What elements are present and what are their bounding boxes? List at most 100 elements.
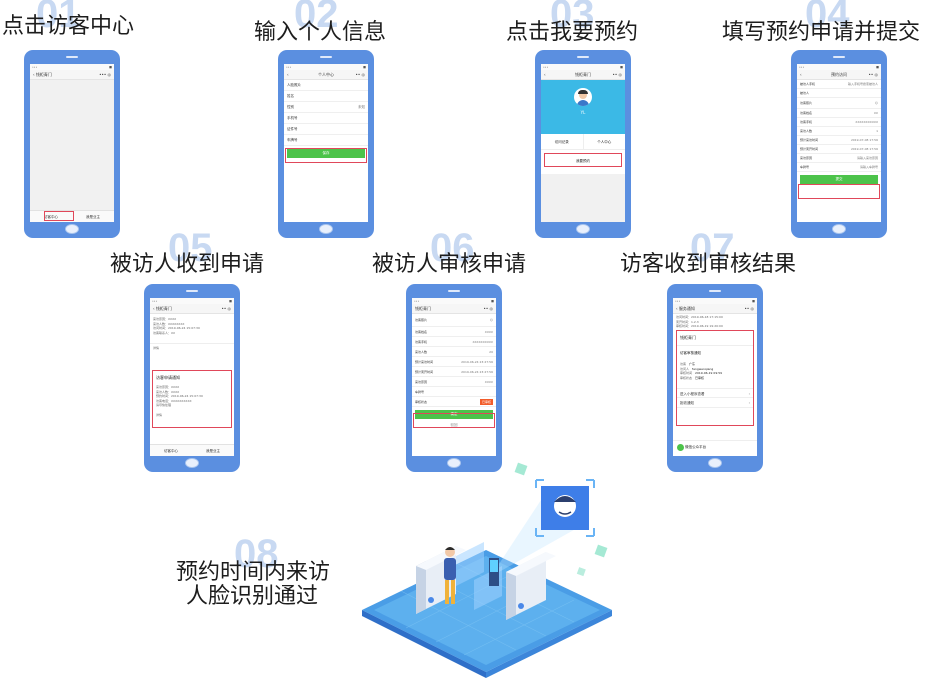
phone-step-5: •••■ ‹ 钱柜青门•• ◎ 来访原因：XXXX 来访人数：XXXXXXXX … — [144, 284, 240, 472]
home-button — [576, 224, 590, 234]
reject-button[interactable]: 驳回 — [450, 423, 458, 427]
form-row[interactable]: 性别未知 — [284, 102, 368, 113]
field-row: 审核状态 已审核 — [680, 375, 705, 380]
confirm-button[interactable]: 确定 — [415, 410, 493, 419]
submit-button[interactable]: 提交 — [800, 175, 878, 184]
phone-step-4: •••■ ‹预约访问•• ◎ 被访人手机输入手机号搜索被访人 被访人 访客照片☺… — [791, 50, 887, 238]
decorative-cube — [576, 567, 586, 577]
nav-title: 钱柜青门 — [155, 306, 172, 311]
personal-center-button[interactable]: 个人中心 — [597, 140, 612, 144]
step-title-8-line2: 人脸识别通过 — [186, 584, 319, 609]
step-number-2: 02 — [294, 0, 339, 36]
tab-bar: 访客中心 我是业主 — [150, 444, 234, 456]
phone-speaker — [448, 290, 460, 292]
wechat-icon — [677, 443, 684, 451]
menu-icon[interactable]: •• ◎ — [868, 72, 878, 77]
status-bar: •••■ — [30, 64, 114, 70]
tab-visitor-center[interactable]: 访客中心 — [44, 215, 58, 219]
home-button — [832, 224, 846, 234]
step-number-1: 01 — [36, 0, 81, 36]
save-button[interactable]: 保存 — [287, 149, 365, 158]
tab-visitor-center[interactable]: 访客中心 — [164, 449, 178, 453]
highlight-box — [798, 184, 880, 199]
field-row: 访客 广东 — [680, 362, 696, 366]
open-miniprogram-link[interactable]: 进入小程序查看› — [677, 388, 753, 398]
photo-thumbnail: ☺ — [489, 318, 493, 322]
empty-content-area — [30, 80, 114, 210]
step-number-6: 06 — [430, 226, 475, 270]
step-title-8-line1: 预约时间内来访 — [176, 560, 331, 585]
tab-owner[interactable]: 我是业主 — [206, 449, 220, 453]
phone-step-1: •••■ ‹ 钱柜青门••• ◎ 访客中心 我是业主 — [24, 50, 120, 238]
form-row[interactable]: 车牌号请输入车牌号 — [797, 163, 881, 172]
phone-speaker — [577, 56, 589, 58]
previous-message: 访问时间：2019-06-18 17:15:00 离开时间：1.2.3 审核时间… — [676, 315, 723, 328]
notification-card[interactable]: 访客申请通知 来访原因：XXXX 来访人数：XXXX 预约时间：2019-06-… — [152, 370, 232, 428]
nav-title: 服务通知 — [678, 306, 695, 311]
form-row[interactable]: 人脸照片 — [284, 80, 368, 91]
nav-title: 钱柜青门 — [575, 72, 591, 77]
menu-icon[interactable]: •• ◎ — [221, 306, 231, 311]
home-button — [185, 458, 199, 468]
phone-screen: •••■ ‹ 钱柜青门•• ◎ 来访原因：XXXX 来访人数：XXXXXXXX … — [150, 298, 234, 456]
step-number-7: 07 — [690, 226, 735, 270]
nav-title: 个人中心 — [318, 72, 334, 77]
home-button — [319, 224, 333, 234]
card-title: 访客申请通知 — [156, 375, 180, 380]
form-row[interactable]: 姓名 — [284, 91, 368, 102]
menu-icon[interactable]: •• ◎ — [612, 72, 622, 77]
footer-bar: 微信公众平台 — [673, 440, 757, 452]
phone-speaker — [186, 290, 198, 292]
step-title-1: 点击访客中心 — [2, 14, 135, 39]
reject-notice-link[interactable]: 拒收通知› — [677, 398, 753, 408]
form-row[interactable]: 被访人 — [797, 89, 881, 98]
detail-link[interactable]: 详情 — [150, 343, 234, 351]
card-subtitle: 访客审核通知 — [680, 351, 701, 355]
form-row[interactable]: 车牌号 — [284, 135, 368, 146]
notification-card[interactable]: 钱柜青门 访客审核通知 访客 广东 访问人 fangwenqiang 审核时间 … — [676, 330, 754, 426]
nav-title: 钱柜青门 — [35, 72, 52, 77]
decorative-cube — [514, 462, 528, 476]
nav-bar: ‹ 钱柜青门••• ◎ — [30, 70, 114, 80]
decorative-cube — [594, 544, 608, 558]
message-1: 来访原因：XXXX 来访人数：XXXXXXXX 访问时间：2019-06-24 … — [150, 314, 234, 351]
face-recognition-frame — [535, 479, 595, 537]
gate-right — [506, 552, 556, 620]
tab-bar: 访客中心 我是业主 — [30, 210, 114, 222]
footer-label: 微信公众平台 — [685, 445, 707, 449]
step-title-7: 访客收到审核结果 — [620, 252, 797, 277]
reserve-button[interactable]: 我要预约 — [544, 153, 622, 167]
menu-icon[interactable]: •• ◎ — [355, 72, 365, 77]
step-number-4: 04 — [805, 0, 850, 36]
menu-icon[interactable]: ••• ◎ — [99, 72, 111, 77]
form-row[interactable]: 访客照片☺ — [797, 98, 881, 109]
step-title-4: 填写预约申请并提交 — [722, 20, 921, 45]
highlight-box — [413, 413, 495, 428]
photo-thumbnail[interactable]: ☺ — [874, 101, 878, 105]
nav-bar: ‹ 服务通知•• ◎ — [673, 304, 757, 314]
avatar — [574, 88, 592, 106]
step-title-2: 输入个人信息 — [254, 20, 387, 45]
form-row[interactable]: 证件号 — [284, 124, 368, 135]
form-row[interactable]: 被访人手机输入手机号搜索被访人 — [797, 80, 881, 89]
step-number-8: 08 — [234, 532, 279, 576]
phone-speaker — [66, 56, 78, 58]
detail-link[interactable]: 详情 — [156, 412, 163, 417]
tab-owner[interactable]: 我是业主 — [86, 215, 100, 219]
visit-records-button[interactable]: 访问记录 — [541, 134, 584, 149]
nav-bar: ‹预约访问•• ◎ — [797, 70, 881, 80]
form-row[interactable]: 手机号 — [284, 113, 368, 124]
menu-icon[interactable]: •• ◎ — [483, 306, 493, 311]
form-row[interactable]: 来访原因请输入来访原因 — [797, 154, 881, 163]
menu-icon[interactable]: •• ◎ — [744, 306, 754, 311]
step-number-5: 05 — [168, 226, 213, 270]
